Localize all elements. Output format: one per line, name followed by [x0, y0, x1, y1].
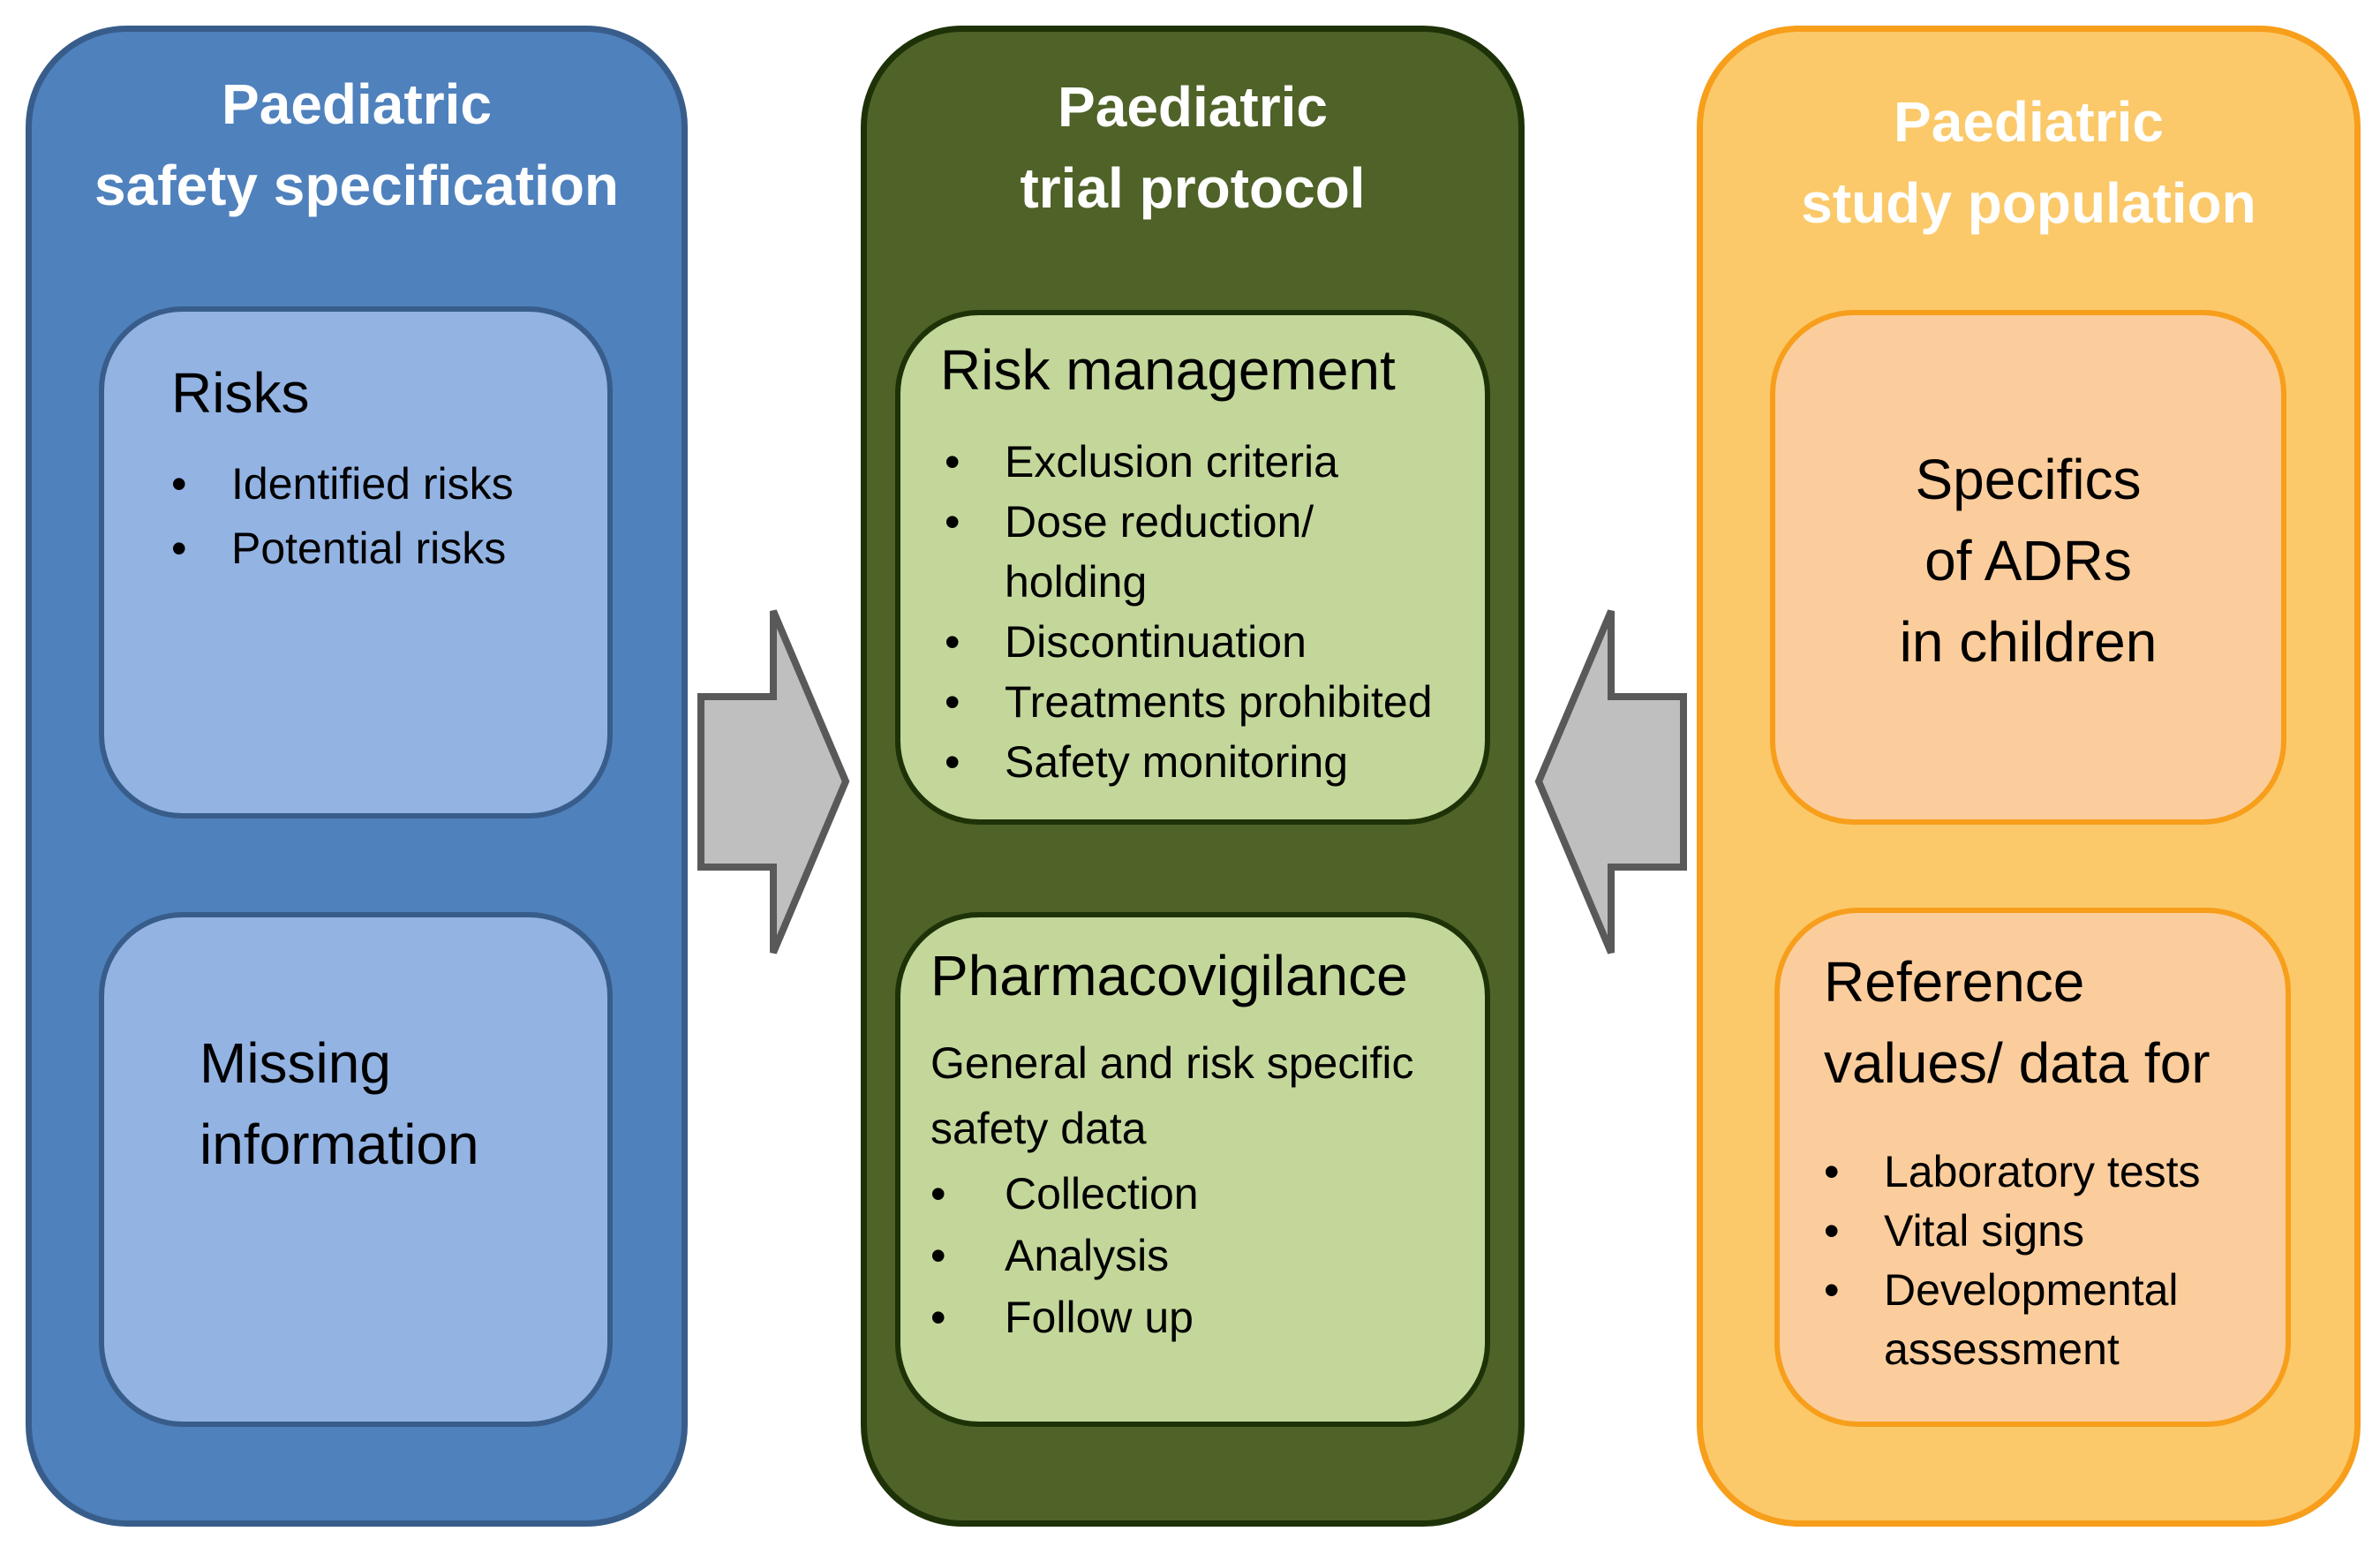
reference-values-box: Reference values/ data for •Laboratory t… — [1774, 908, 2291, 1427]
risk-management-list-item: •Discontinuation — [945, 617, 1307, 667]
arrow-population-to-protocol — [1534, 609, 1687, 954]
risks-box: Risks •Identified risks •Potential risks — [99, 306, 613, 818]
reference-values-heading: Reference values/ data for — [1824, 950, 2211, 1095]
specifics-adrs-box: Specifics of ADRs in children — [1770, 310, 2286, 825]
reference-values-list-item: •Developmental assessment — [1824, 1265, 2179, 1374]
pharmacovigilance-list-item: •Analysis — [930, 1231, 1170, 1280]
pharmacovigilance-box: Pharmacovigilance General and risk speci… — [895, 912, 1490, 1427]
safety-specification-title: Paediatric safety specification — [94, 72, 619, 217]
pharmacovigilance-intro: General and risk specific safety data — [930, 1038, 1414, 1153]
specifics-adrs-text: Specifics of ADRs in children — [1899, 448, 2158, 674]
risk-management-heading: Risk management — [940, 338, 1396, 402]
risks-list: •Identified risks •Potential risks — [171, 452, 595, 581]
missing-information-box: Missing information — [99, 912, 613, 1427]
risk-management-list-item: •Safety monitoring — [945, 737, 1349, 787]
arrow-left-shape — [1534, 609, 1687, 954]
risks-list-item: •Potential risks — [171, 524, 507, 573]
reference-values-list: •Laboratory tests •Vital signs •Developm… — [1824, 1143, 2283, 1379]
missing-information-heading: Missing information — [200, 1031, 479, 1176]
risk-management-list-item: •Exclusion criteria — [945, 437, 1338, 487]
study-population-title: Paediatric study population — [1801, 90, 2256, 235]
risk-management-list-item: •Dose reduction/ holding — [945, 497, 1314, 607]
risk-management-box: Risk management •Exclusion criteria •Dos… — [895, 310, 1490, 825]
pharmacovigilance-list-item: •Follow up — [930, 1293, 1194, 1342]
arrow-right-shape — [697, 609, 850, 954]
arrow-safety-to-protocol — [697, 609, 850, 954]
risks-heading: Risks — [171, 361, 310, 425]
trial-protocol-column: Paediatric trial protocol Risk managemen… — [861, 26, 1525, 1527]
pharmacovigilance-heading: Pharmacovigilance — [930, 944, 1408, 1007]
reference-values-list-item: •Vital signs — [1824, 1206, 2084, 1256]
risk-management-list: •Exclusion criteria •Dose reduction/ hol… — [945, 432, 1483, 792]
risk-management-list-item: •Treatments prohibited — [945, 677, 1433, 727]
pharmacovigilance-list-item: •Collection — [930, 1169, 1199, 1218]
pharmacovigilance-list: •Collection •Analysis •Follow up — [930, 1163, 1460, 1348]
trial-protocol-title: Paediatric trial protocol — [1020, 75, 1366, 220]
risks-list-item: •Identified risks — [171, 459, 514, 509]
study-population-column: Paediatric study population Specifics of… — [1697, 26, 2361, 1527]
safety-specification-column: Paediatric safety specification Risks •I… — [26, 26, 688, 1527]
reference-values-list-item: •Laboratory tests — [1824, 1147, 2201, 1196]
